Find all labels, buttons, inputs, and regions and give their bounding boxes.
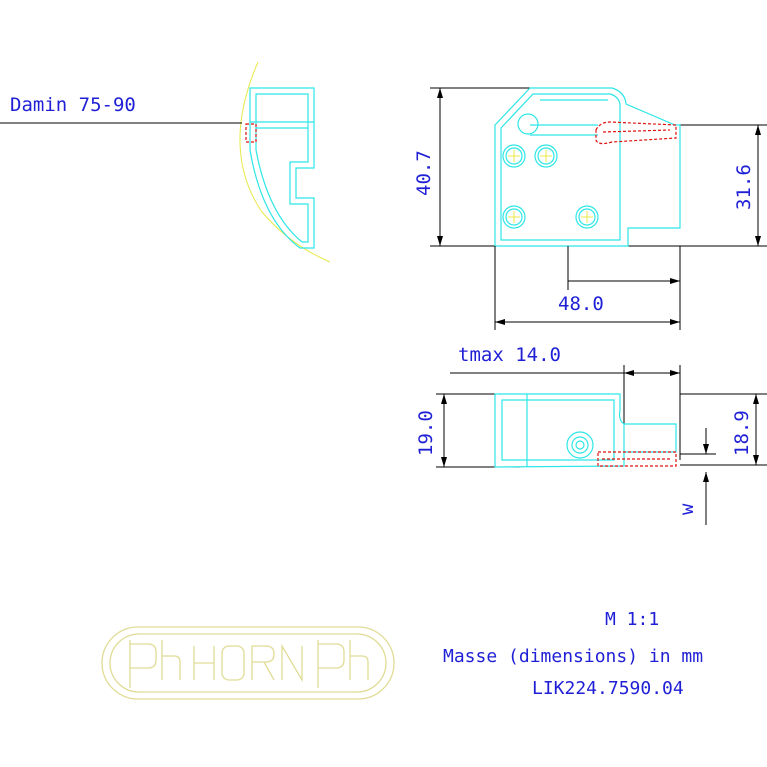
logo-letter-r [251, 645, 275, 681]
bore-view: Damin 75-90 [0, 61, 331, 263]
front-view: 40.7 31.6 [413, 87, 767, 330]
dim-side-height: 19.0 [415, 410, 437, 456]
side-body-inner [501, 399, 615, 461]
dim-width: 48.0 [558, 293, 604, 315]
insert-outline [249, 87, 315, 249]
screw-hole [578, 208, 596, 226]
screw-cross [508, 150, 520, 162]
logo-letter-o [221, 645, 245, 681]
horn-logo [101, 626, 395, 700]
logo-h-left [161, 640, 181, 680]
cutting-edge [595, 121, 677, 145]
screw-hole [505, 147, 523, 165]
dim-side-edge: 18.9 [731, 410, 753, 456]
insert-body-inner [500, 93, 621, 241]
screw-cross [508, 211, 520, 223]
side-screw [575, 440, 585, 450]
insert-inner-outline [255, 93, 309, 243]
side-body [494, 393, 625, 468]
damin-label: Damin 75-90 [10, 94, 136, 116]
dim-w: w [676, 503, 698, 515]
logo-outer-frame [101, 626, 395, 700]
logo-letter-n [281, 643, 303, 683]
screw-cross [581, 211, 593, 223]
screw-hole [537, 147, 555, 165]
screw-holes [502, 144, 599, 229]
insert-slot [530, 124, 598, 136]
screw-hole [575, 205, 599, 229]
units-note: Masse (dimensions) in mm [443, 646, 703, 667]
screw-cross [540, 150, 552, 162]
dim-tmax: tmax 14.0 [458, 344, 561, 366]
side-screw [571, 436, 589, 454]
scale-label: M 1:1 [605, 609, 659, 630]
cutting-edge-line [602, 129, 671, 133]
side-edge [624, 423, 677, 453]
side-cutting-edge [597, 451, 677, 467]
dim-height-total: 40.7 [413, 150, 435, 196]
bore-arc [239, 61, 331, 263]
logo-h-right [349, 640, 369, 680]
dim-height-edge: 31.6 [733, 164, 755, 210]
cutting-edge-mark [245, 123, 257, 143]
screw-hole [502, 205, 526, 229]
logo-inner-frame [109, 633, 387, 693]
logo-letter-h [193, 646, 215, 680]
screw-hole [505, 208, 523, 226]
logo-p-right [317, 640, 345, 688]
part-number: LIK224.7590.04 [532, 678, 684, 699]
screw-hole [502, 144, 526, 168]
screw-hole [534, 144, 558, 168]
pin-hole [517, 113, 539, 135]
title-block: M 1:1 Masse (dimensions) in mm LIK224.75… [443, 609, 703, 699]
side-screw [566, 431, 594, 459]
logo-p-left [129, 640, 157, 688]
side-view: tmax 14.0 19.0 18.9 w [415, 344, 767, 525]
dimension-arrows [703, 444, 709, 482]
insert-body [494, 87, 681, 247]
